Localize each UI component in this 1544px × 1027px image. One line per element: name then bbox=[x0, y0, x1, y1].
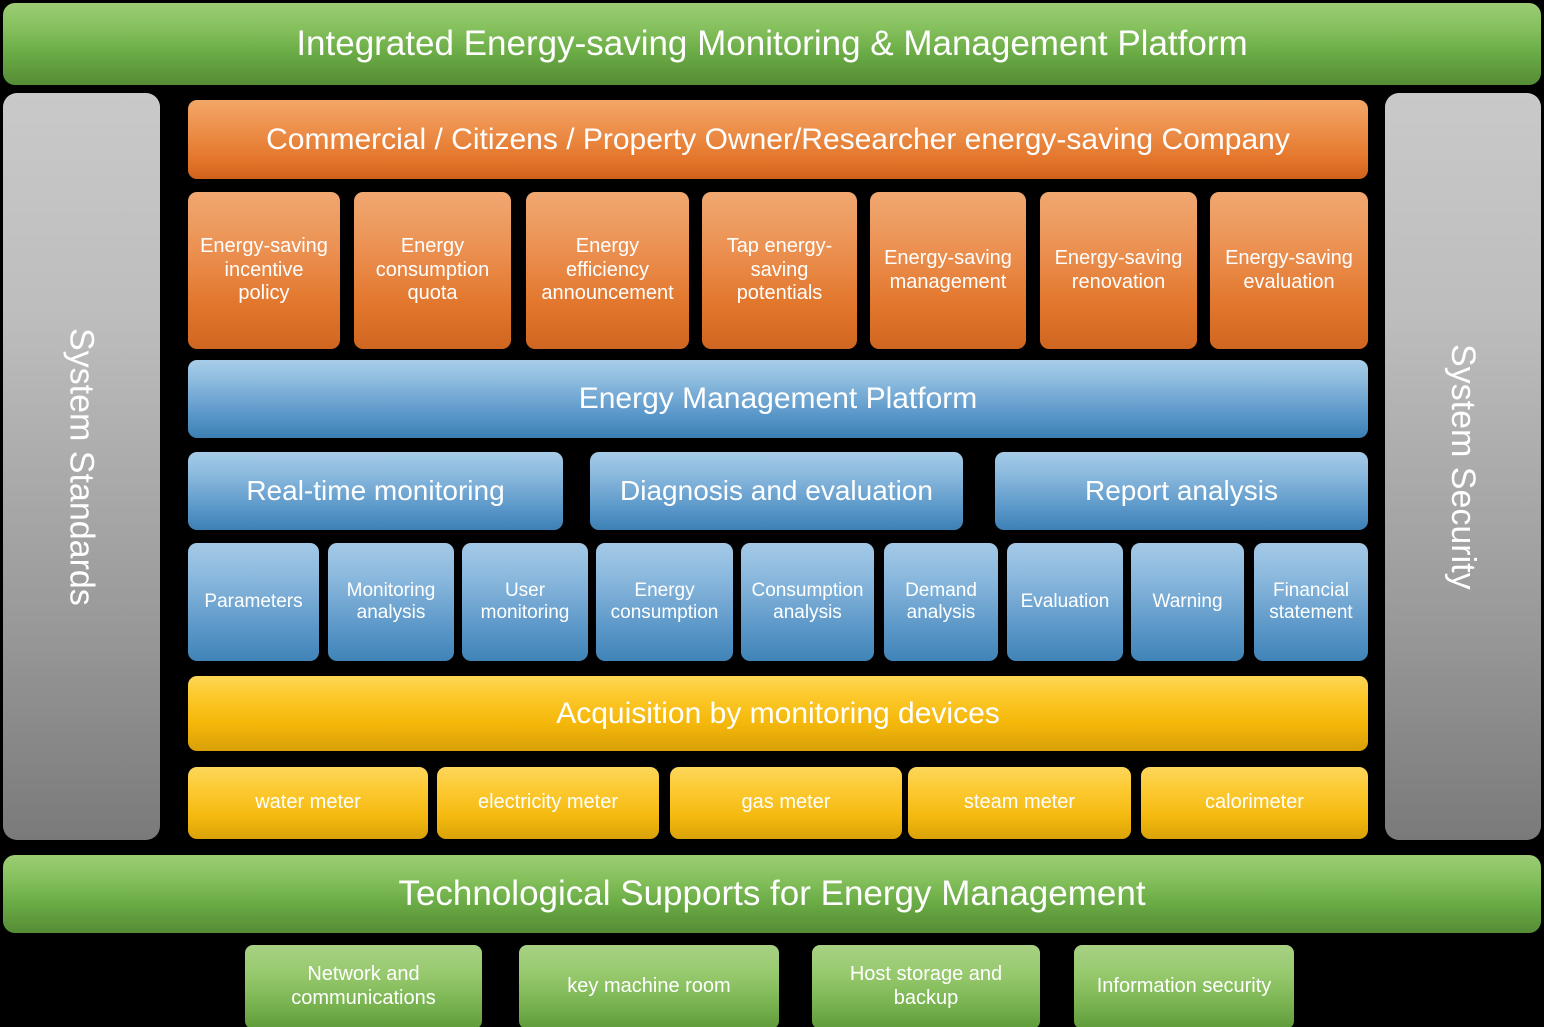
device-box-gas-meter[interactable]: gas meter bbox=[670, 767, 902, 839]
stakeholder-banner: Commercial / Citizens / Property Owner/R… bbox=[188, 100, 1368, 179]
detail-box-user-monitoring[interactable]: User monitoring bbox=[462, 543, 588, 661]
device-box-water-meter[interactable]: water meter bbox=[188, 767, 428, 839]
tech-support-box-host-storage-and-backup[interactable]: Host storage and backup bbox=[812, 945, 1040, 1027]
device-box-steam-meter[interactable]: steam meter bbox=[908, 767, 1131, 839]
policy-box-energy-saving-management[interactable]: Energy-saving management bbox=[870, 192, 1026, 349]
policy-box-energy-consumption-quota[interactable]: Energy consumption quota bbox=[354, 192, 511, 349]
policy-box-tap-energy-saving-potentials[interactable]: Tap energy- saving potentials bbox=[702, 192, 857, 349]
detail-box-monitoring-analysis[interactable]: Monitoring analysis bbox=[328, 543, 454, 661]
policy-box-energy-saving-incentive-policy[interactable]: Energy-saving incentive policy bbox=[188, 192, 340, 349]
detail-box-warning[interactable]: Warning bbox=[1131, 543, 1244, 661]
device-box-calorimeter[interactable]: calorimeter bbox=[1141, 767, 1368, 839]
policy-box-energy-saving-evaluation[interactable]: Energy-saving evaluation bbox=[1210, 192, 1368, 349]
tech-support-box-key-machine-room[interactable]: key machine room bbox=[519, 945, 779, 1027]
policy-box-energy-saving-renovation[interactable]: Energy-saving renovation bbox=[1040, 192, 1197, 349]
function-box-real-time-monitoring[interactable]: Real-time monitoring bbox=[188, 452, 563, 530]
function-box-diagnosis-and-evaluation[interactable]: Diagnosis and evaluation bbox=[590, 452, 963, 530]
detail-box-consumption-analysis[interactable]: Consumption analysis bbox=[741, 543, 874, 661]
side-panel-left-label: System Standards bbox=[62, 327, 101, 606]
side-panel-system-standards: System Standards bbox=[3, 93, 160, 840]
side-panel-system-security: System Security bbox=[1385, 93, 1541, 840]
diagram-title-banner: Integrated Energy-saving Monitoring & Ma… bbox=[3, 3, 1541, 85]
detail-box-energy-consumption[interactable]: Energy consumption bbox=[596, 543, 733, 661]
policy-box-energy-efficiency-announcement[interactable]: Energy efficiency announcement bbox=[526, 192, 689, 349]
detail-box-evaluation[interactable]: Evaluation bbox=[1007, 543, 1123, 661]
detail-box-financial-statement[interactable]: Financial statement bbox=[1254, 543, 1368, 661]
detail-box-parameters[interactable]: Parameters bbox=[188, 543, 319, 661]
tech-support-box-network-and-communications[interactable]: Network and communications bbox=[245, 945, 482, 1027]
side-panel-right-label: System Security bbox=[1444, 343, 1483, 590]
energy-management-platform-banner: Energy Management Platform bbox=[188, 360, 1368, 438]
tech-supports-banner: Technological Supports for Energy Manage… bbox=[3, 855, 1541, 933]
device-box-electricity-meter[interactable]: electricity meter bbox=[437, 767, 659, 839]
function-box-report-analysis[interactable]: Report analysis bbox=[995, 452, 1368, 530]
tech-support-box-information-security[interactable]: Information security bbox=[1074, 945, 1294, 1027]
detail-box-demand-analysis[interactable]: Demand analysis bbox=[884, 543, 998, 661]
acquisition-banner: Acquisition by monitoring devices bbox=[188, 676, 1368, 751]
